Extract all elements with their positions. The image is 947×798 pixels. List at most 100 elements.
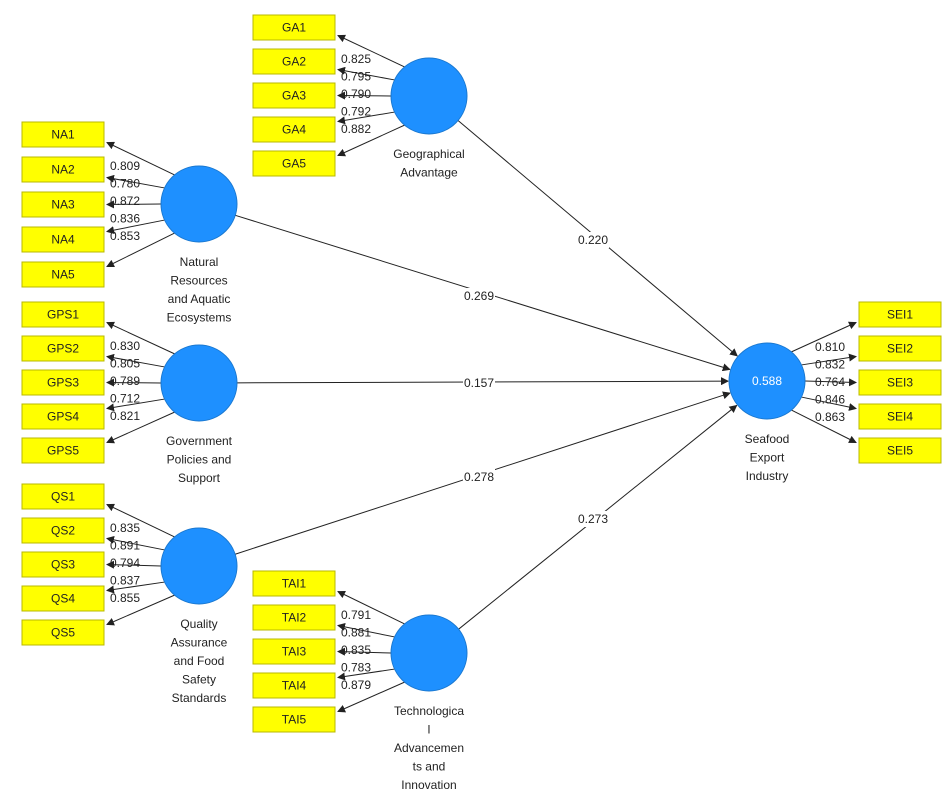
outer-loading-value: 0.821	[110, 409, 140, 423]
outer-loading-value: 0.881	[341, 626, 371, 640]
loading-arrow	[337, 622, 395, 638]
indicator-box-ga2[interactable]	[252, 48, 336, 75]
indicator-label: NA3	[51, 198, 75, 212]
indicator-label: GA2	[282, 55, 306, 69]
indicator-box-ga4[interactable]	[252, 116, 336, 143]
loading-arrow	[337, 647, 392, 656]
indicator-label: SEI1	[887, 308, 913, 322]
outer-loading-value: 0.835	[341, 643, 371, 657]
loading-arrow	[106, 141, 175, 176]
construct-label: Government	[166, 434, 233, 448]
indicator-box-na4[interactable]	[21, 226, 105, 253]
outer-loading-value: 0.780	[110, 177, 140, 191]
indicator-label: NA5	[51, 268, 75, 282]
coefficient-background	[463, 288, 495, 304]
outer-loading-value: 0.846	[815, 393, 845, 407]
indicator-label: SEI5	[887, 444, 913, 458]
indicator-box-na3[interactable]	[21, 191, 105, 218]
indicator-label: GA4	[282, 123, 306, 137]
construct-label: Support	[178, 471, 221, 485]
outer-loading-value: 0.795	[341, 70, 371, 84]
indicator-box-tai4[interactable]	[252, 672, 336, 699]
indicator-label: NA2	[51, 163, 75, 177]
loading-arrow	[791, 321, 857, 353]
loading-arrow	[106, 200, 162, 209]
indicator-box-ga5[interactable]	[252, 150, 336, 177]
construct-label: Ecosystems	[167, 311, 232, 325]
outer-loading-value: 0.790	[341, 87, 371, 101]
coefficient-background	[463, 469, 495, 485]
loading-arrow	[791, 409, 857, 443]
loading-arrow	[337, 124, 405, 157]
loading-arrow	[106, 581, 165, 594]
loading-arrow	[106, 411, 175, 444]
indicator-box-qs4[interactable]	[21, 585, 105, 612]
construct-label: Export	[750, 451, 785, 465]
construct-tai[interactable]	[390, 614, 468, 692]
indicator-box-sei1[interactable]	[858, 301, 942, 328]
indicator-label: TAI3	[282, 645, 307, 659]
outer-loading-value: 0.794	[110, 556, 140, 570]
loading-arrow	[801, 396, 857, 411]
loading-arrow	[106, 378, 162, 387]
indicator-box-qs5[interactable]	[21, 619, 105, 646]
outer-loading-value: 0.882	[341, 122, 371, 136]
construct-label: l	[428, 723, 431, 737]
indicator-box-gps4[interactable]	[21, 403, 105, 430]
indicator-label: QS2	[51, 524, 75, 538]
loading-arrow	[106, 398, 165, 412]
outer-loading-value: 0.891	[110, 539, 140, 553]
indicator-label: GPS2	[47, 342, 79, 356]
construct-ga[interactable]	[390, 57, 468, 135]
indicator-box-gps2[interactable]	[21, 335, 105, 362]
indicator-box-sei2[interactable]	[858, 335, 942, 362]
construct-label: Advantage	[400, 166, 458, 180]
outer-loading-value: 0.792	[341, 105, 371, 119]
construct-na[interactable]	[160, 165, 238, 243]
construct-label: Geographical	[393, 147, 464, 161]
indicator-box-tai3[interactable]	[252, 638, 336, 665]
indicator-box-qs3[interactable]	[21, 551, 105, 578]
indicator-box-tai5[interactable]	[252, 706, 336, 733]
path-coefficient: 0.273	[578, 512, 608, 526]
indicator-label: GA1	[282, 21, 306, 35]
construct-label: Seafood	[745, 432, 790, 446]
indicator-label: GPS3	[47, 376, 79, 390]
indicator-label: QS3	[51, 558, 75, 572]
indicator-box-sei3[interactable]	[858, 369, 942, 396]
indicator-box-na5[interactable]	[21, 261, 105, 288]
indicator-box-gps3[interactable]	[21, 369, 105, 396]
indicator-box-gps1[interactable]	[21, 301, 105, 328]
indicator-box-na2[interactable]	[21, 156, 105, 183]
outer-loading-value: 0.879	[341, 678, 371, 692]
indicator-box-qs1[interactable]	[21, 483, 105, 510]
outer-loading-value: 0.853	[110, 229, 140, 243]
r-squared-value: 0.588	[752, 374, 782, 388]
construct-label: and Food	[174, 654, 225, 668]
construct-sei[interactable]	[728, 342, 806, 420]
indicator-box-ga1[interactable]	[252, 14, 336, 41]
outer-loading-value: 0.825	[341, 52, 371, 66]
indicator-label: SEI2	[887, 342, 913, 356]
outer-loading-value: 0.830	[110, 339, 140, 353]
indicator-box-tai1[interactable]	[252, 570, 336, 597]
indicator-label: QS5	[51, 626, 75, 640]
indicator-box-gps5[interactable]	[21, 437, 105, 464]
outer-loading-value: 0.835	[110, 521, 140, 535]
construct-label: Natural	[180, 255, 219, 269]
indicator-box-tai2[interactable]	[252, 604, 336, 631]
indicator-box-qs2[interactable]	[21, 517, 105, 544]
loading-arrow	[106, 321, 175, 355]
indicator-box-sei5[interactable]	[858, 437, 942, 464]
construct-gps[interactable]	[160, 344, 238, 422]
loading-arrow	[801, 353, 857, 366]
loading-arrow	[106, 535, 165, 551]
indicator-box-sei4[interactable]	[858, 403, 942, 430]
construct-label: Assurance	[171, 636, 228, 650]
indicator-box-ga3[interactable]	[252, 82, 336, 109]
indicator-label: GPS4	[47, 410, 79, 424]
indicator-box-na1[interactable]	[21, 121, 105, 148]
construct-qs[interactable]	[160, 527, 238, 605]
construct-label: Quality	[180, 617, 217, 631]
indicator-label: GPS1	[47, 308, 79, 322]
